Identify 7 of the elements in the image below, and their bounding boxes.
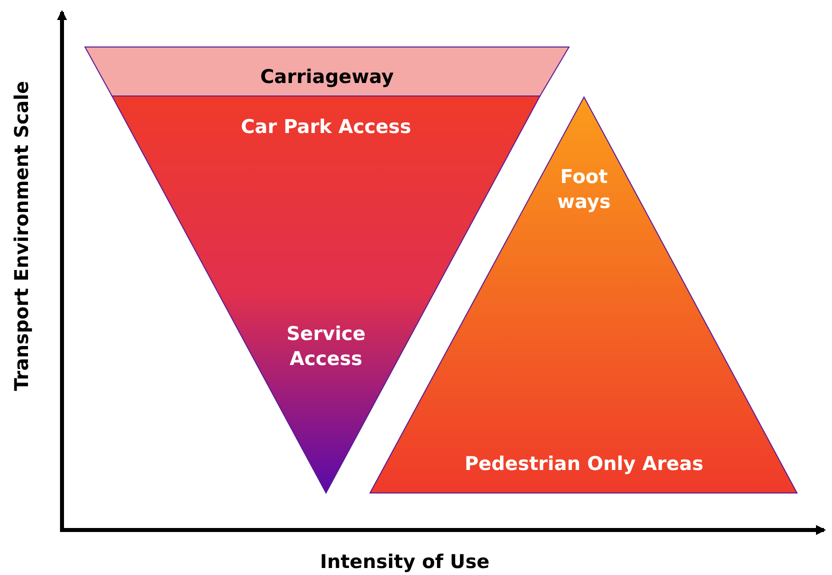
axis-title: Transport Environment Scale bbox=[11, 80, 34, 392]
band-label: Carriageway bbox=[260, 64, 394, 90]
segment-label: Car Park Access bbox=[240, 114, 412, 140]
segment-label: Service Access bbox=[286, 322, 366, 372]
segment-label: Foot ways bbox=[556, 165, 612, 215]
segment-label: Pedestrian Only Areas bbox=[464, 452, 704, 476]
axis-title: Intensity of Use bbox=[320, 551, 490, 573]
